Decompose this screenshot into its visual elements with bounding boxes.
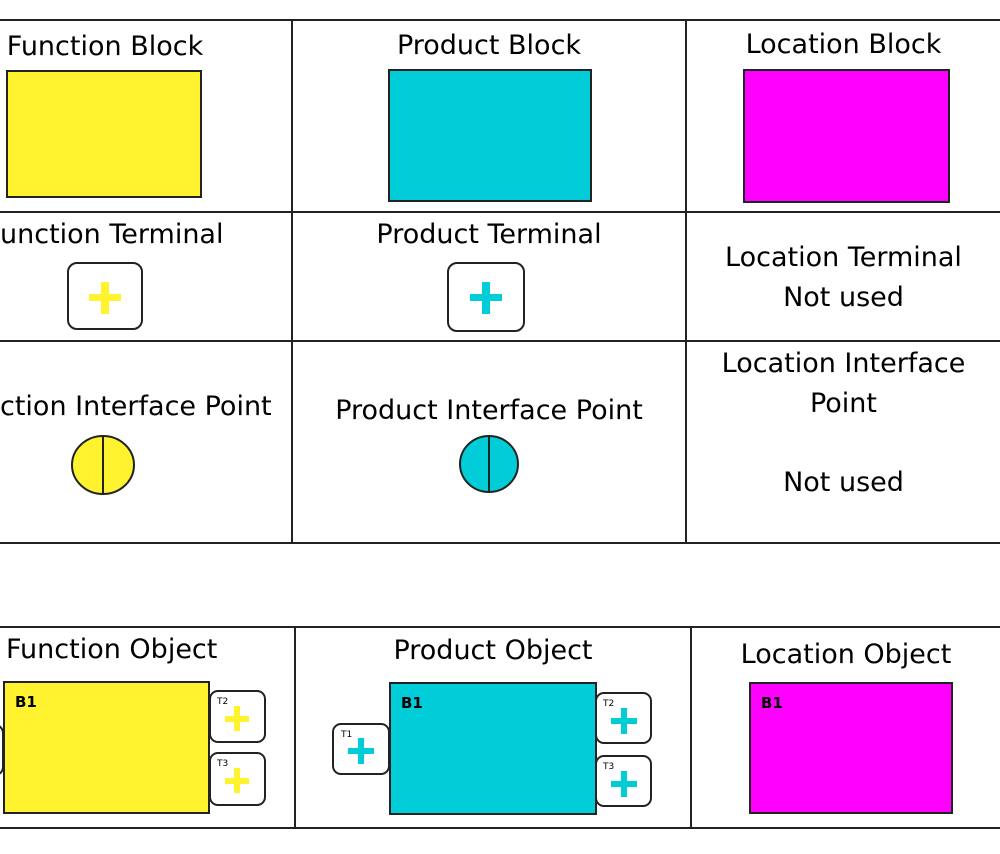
table2-top-border bbox=[0, 626, 1000, 628]
plus-icon-vertical bbox=[234, 768, 240, 793]
product-object-terminal-t3: T3 bbox=[595, 755, 652, 807]
terminal-label: T2 bbox=[217, 697, 229, 707]
location-object-block: B1 bbox=[749, 682, 953, 814]
location-terminal-note: Not used bbox=[783, 282, 904, 313]
plus-icon-vertical bbox=[101, 282, 109, 314]
terminal-label: T2 bbox=[603, 699, 615, 709]
table1-row1-divider bbox=[0, 211, 1000, 213]
block-label: B1 bbox=[15, 693, 37, 711]
function-block-label: Function Block bbox=[6, 31, 204, 62]
function-object-terminal-t2: T2 bbox=[209, 690, 266, 743]
function-interface-point-label: ction Interface Point bbox=[0, 391, 272, 422]
function-block-swatch bbox=[6, 70, 202, 198]
function-object-terminal-t3: T3 bbox=[209, 752, 266, 806]
function-terminal-label: unction Terminal bbox=[0, 219, 224, 250]
location-block-swatch bbox=[743, 69, 950, 203]
plus-icon-vertical bbox=[358, 738, 364, 764]
plus-icon-vertical bbox=[482, 282, 490, 314]
plus-icon-vertical bbox=[621, 708, 627, 734]
table1-col-divider-2 bbox=[685, 19, 687, 544]
plus-icon-vertical bbox=[234, 706, 240, 731]
function-object-label: Function Object bbox=[6, 634, 218, 665]
product-object-terminal-t2: T2 bbox=[595, 692, 652, 744]
location-interface-point-label-line2: Point bbox=[809, 388, 878, 419]
product-terminal-label: Product Terminal bbox=[376, 219, 602, 250]
plus-icon-vertical bbox=[621, 771, 627, 797]
terminal-label: T3 bbox=[603, 762, 615, 772]
product-terminal-symbol bbox=[447, 262, 525, 332]
location-terminal-label: Location Terminal bbox=[725, 242, 962, 273]
terminal-label: T3 bbox=[217, 759, 229, 769]
table1-row2-divider bbox=[0, 340, 1000, 342]
location-object-label: Location Object bbox=[740, 639, 952, 670]
location-interface-point-label-line1: Location Interface bbox=[721, 348, 966, 379]
product-block-swatch bbox=[388, 69, 592, 202]
table1-bottom-border bbox=[0, 542, 1000, 544]
table2-bottom-border bbox=[0, 827, 1000, 829]
function-interface-point-symbol bbox=[71, 435, 135, 495]
product-interface-point-symbol bbox=[459, 435, 519, 493]
product-object-terminal-t1: T1 bbox=[332, 723, 390, 775]
location-block-label: Location Block bbox=[745, 29, 942, 60]
function-terminal-symbol bbox=[67, 262, 143, 330]
product-interface-point-label: Product Interface Point bbox=[335, 395, 643, 426]
product-object-block: B1 bbox=[389, 682, 597, 815]
block-label: B1 bbox=[761, 694, 783, 712]
product-block-label: Product Block bbox=[396, 30, 582, 61]
location-interface-point-note: Not used bbox=[783, 467, 904, 498]
table2-col-divider-2 bbox=[690, 626, 692, 829]
function-object-left-terminal-edge bbox=[0, 724, 4, 776]
table1-top-border bbox=[0, 19, 1000, 21]
function-object-block: B1 bbox=[3, 681, 210, 814]
table2-col-divider-1 bbox=[294, 626, 296, 829]
table1-col-divider-1 bbox=[291, 19, 293, 544]
terminal-label: T1 bbox=[341, 730, 353, 740]
product-object-label: Product Object bbox=[393, 635, 593, 666]
block-label: B1 bbox=[401, 694, 423, 712]
